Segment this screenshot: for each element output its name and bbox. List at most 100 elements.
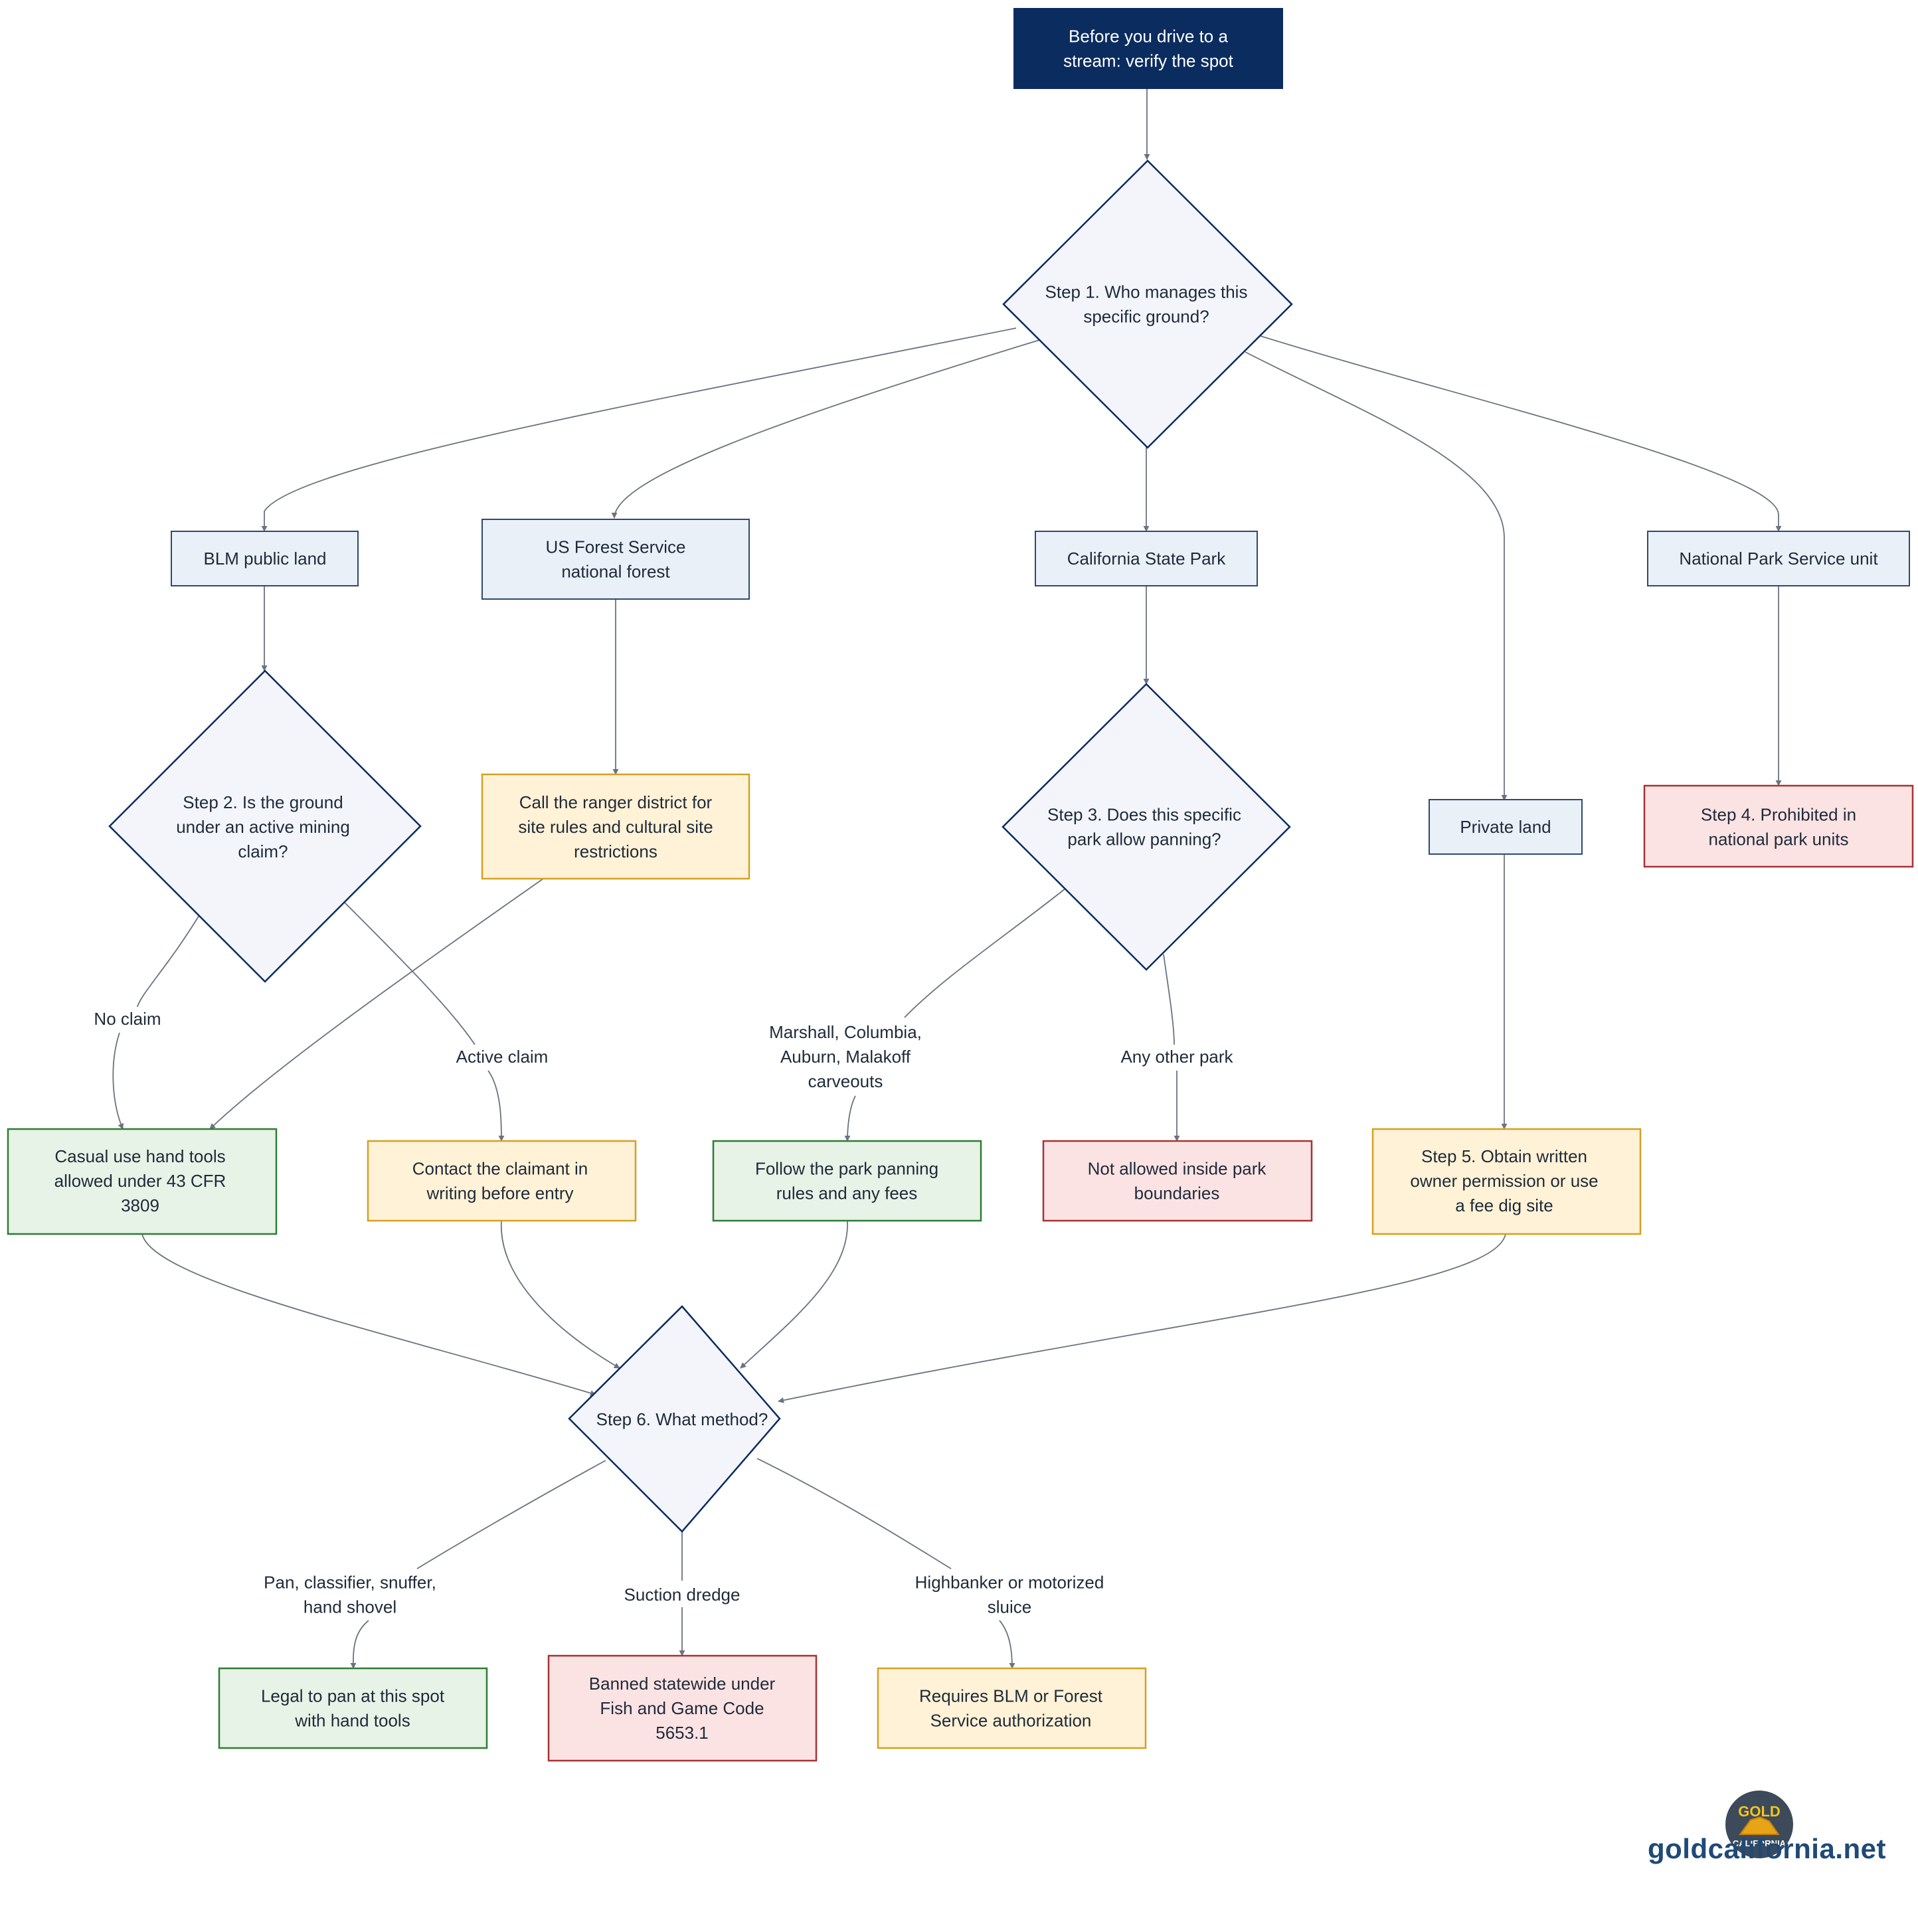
text-line: 5653.1 <box>655 1723 709 1743</box>
text-line: Private land <box>1460 817 1551 837</box>
text-line: Step 1. Who manages this <box>1045 282 1248 302</box>
edge-step1-usfs <box>611 339 1040 519</box>
text-line: Follow the park panning <box>755 1159 938 1179</box>
edge-label-suction-dredge: Suction dredge <box>624 1585 741 1605</box>
text-line: hand shovel <box>304 1597 396 1617</box>
text-line: Pan, classifier, snuffer, <box>264 1573 436 1593</box>
edge-step3-follow <box>847 888 1066 1141</box>
edge-label-pan-tools: Pan, classifier, snuffer, hand shovel <box>264 1573 436 1617</box>
text-line: 3809 <box>121 1195 159 1215</box>
text-line: sluice <box>988 1597 1031 1617</box>
text-line: Before you drive to a <box>1069 27 1228 46</box>
node-csp-label: California State Park <box>1067 549 1226 569</box>
edge-follow-step6 <box>740 1220 848 1369</box>
decision-step6 <box>568 1305 781 1533</box>
edge-label-background <box>911 1570 1108 1619</box>
text-line: restrictions <box>574 841 657 861</box>
edge-label-active-claim: Active claim <box>456 1047 549 1067</box>
text-line: Service authorization <box>930 1711 1092 1731</box>
node-step4 <box>1643 784 1914 868</box>
decision-step3 <box>1002 683 1291 971</box>
text-line: claim? <box>238 841 288 861</box>
site-url-text: goldcalifornia.net <box>1647 1833 1886 1864</box>
text-line: Step 4. Prohibited in <box>1701 805 1856 825</box>
text-line: national park units <box>1708 830 1848 849</box>
node-contact <box>367 1140 637 1222</box>
text-line: No claim <box>94 1009 161 1029</box>
edge-step3-notallowed <box>1163 954 1177 1141</box>
text-line: Fish and Game Code <box>600 1698 764 1718</box>
text-line: park allow panning? <box>1067 830 1221 849</box>
edge-label-highbanker: Highbanker or motorized sluice <box>915 1573 1104 1617</box>
text-line: specific ground? <box>1083 307 1209 327</box>
edge-casual-step6 <box>141 1233 596 1396</box>
edge-label-background <box>90 1007 165 1031</box>
edge-label-no-claim: No claim <box>94 1009 161 1029</box>
decision-step1 <box>1002 159 1293 449</box>
node-casual <box>7 1128 278 1235</box>
node-contact-label: Contact the claimant in writing before en… <box>412 1159 588 1203</box>
text-line: site rules and cultural site <box>518 817 713 837</box>
text-line: Step 3. Does this specific <box>1047 805 1241 825</box>
node-requires <box>877 1667 1147 1749</box>
decision-step3-label: Step 3. Does this specific park allow pan… <box>1047 805 1241 849</box>
decision-step2 <box>108 669 422 983</box>
text-line: California State Park <box>1067 549 1226 569</box>
text-line: Contact the claimant in <box>412 1159 588 1179</box>
node-private <box>1429 799 1583 855</box>
node-csp <box>1035 531 1258 586</box>
node-banned <box>547 1654 818 1762</box>
edge-contact-step6 <box>501 1220 620 1369</box>
text-line: with hand tools <box>294 1711 410 1731</box>
gold-california-logo: GOLD CALIFORNIA <box>1725 1791 1793 1858</box>
decision-step1-label: Step 1. Who manages this specific ground? <box>1045 282 1248 327</box>
text-line: stream: verify the spot <box>1063 51 1234 71</box>
text-line: national forest <box>561 562 670 582</box>
text-line: Any other park <box>1120 1047 1233 1067</box>
node-step5 <box>1371 1128 1642 1235</box>
node-private-label: Private land <box>1460 817 1551 837</box>
text-line: Step 6. What method? <box>596 1409 768 1429</box>
edge-label-background <box>765 1020 926 1093</box>
decision-step6-label: Step 6. What method? <box>596 1409 768 1429</box>
node-start-label: Before you drive to a stream: verify the … <box>1063 27 1234 71</box>
gold-nugget-icon <box>1739 1816 1780 1835</box>
text-line: under an active mining <box>176 817 350 837</box>
text-line: Not allowed inside park <box>1088 1159 1267 1179</box>
text-line: Suction dredge <box>624 1585 741 1605</box>
edge-step2-casual <box>112 915 200 1129</box>
edge-step6-requires <box>756 1458 1012 1668</box>
text-line: Active claim <box>456 1047 549 1067</box>
text-line: allowed under 43 CFR <box>54 1171 226 1191</box>
node-blm <box>171 531 359 586</box>
edge-step2-contact <box>343 901 501 1141</box>
text-line: carveouts <box>808 1071 883 1091</box>
edge-label-any-other-park: Any other park <box>1120 1047 1233 1067</box>
edge-step5-step6 <box>778 1233 1506 1403</box>
text-line: Requires BLM or Forest <box>919 1686 1103 1706</box>
node-nps <box>1647 531 1910 586</box>
edge-label-background <box>620 1583 744 1607</box>
node-step4-label: Step 4. Prohibited in national park units <box>1701 805 1856 849</box>
node-ranger <box>481 773 750 880</box>
edge-step1-nps <box>1258 335 1782 532</box>
edge-label-background <box>260 1570 440 1619</box>
node-nps-label: National Park Service unit <box>1679 549 1878 569</box>
node-notallowed <box>1042 1140 1313 1222</box>
text-line: a fee dig site <box>1455 1195 1553 1215</box>
text-line: BLM public land <box>204 549 327 569</box>
text-line: writing before entry <box>426 1184 573 1203</box>
text-line: Highbanker or motorized <box>915 1573 1104 1593</box>
text-line: Call the ranger district for <box>519 792 713 812</box>
